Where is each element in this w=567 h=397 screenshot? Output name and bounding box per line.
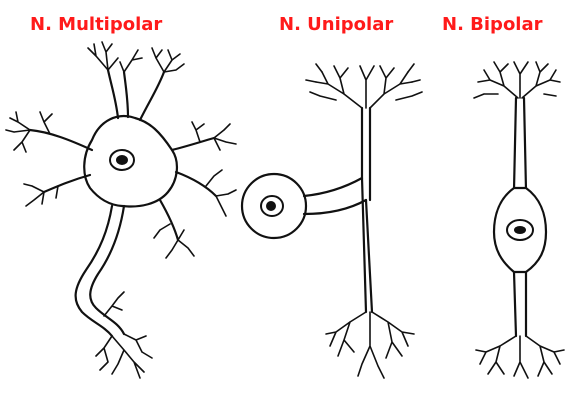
bipolar-neuron (474, 62, 564, 378)
multipolar-neuron (6, 42, 236, 378)
multipolar-nucleolus (116, 155, 128, 165)
bipolar-nucleolus (514, 226, 526, 234)
unipolar-nucleolus (266, 201, 276, 211)
unipolar-neuron (242, 64, 422, 378)
